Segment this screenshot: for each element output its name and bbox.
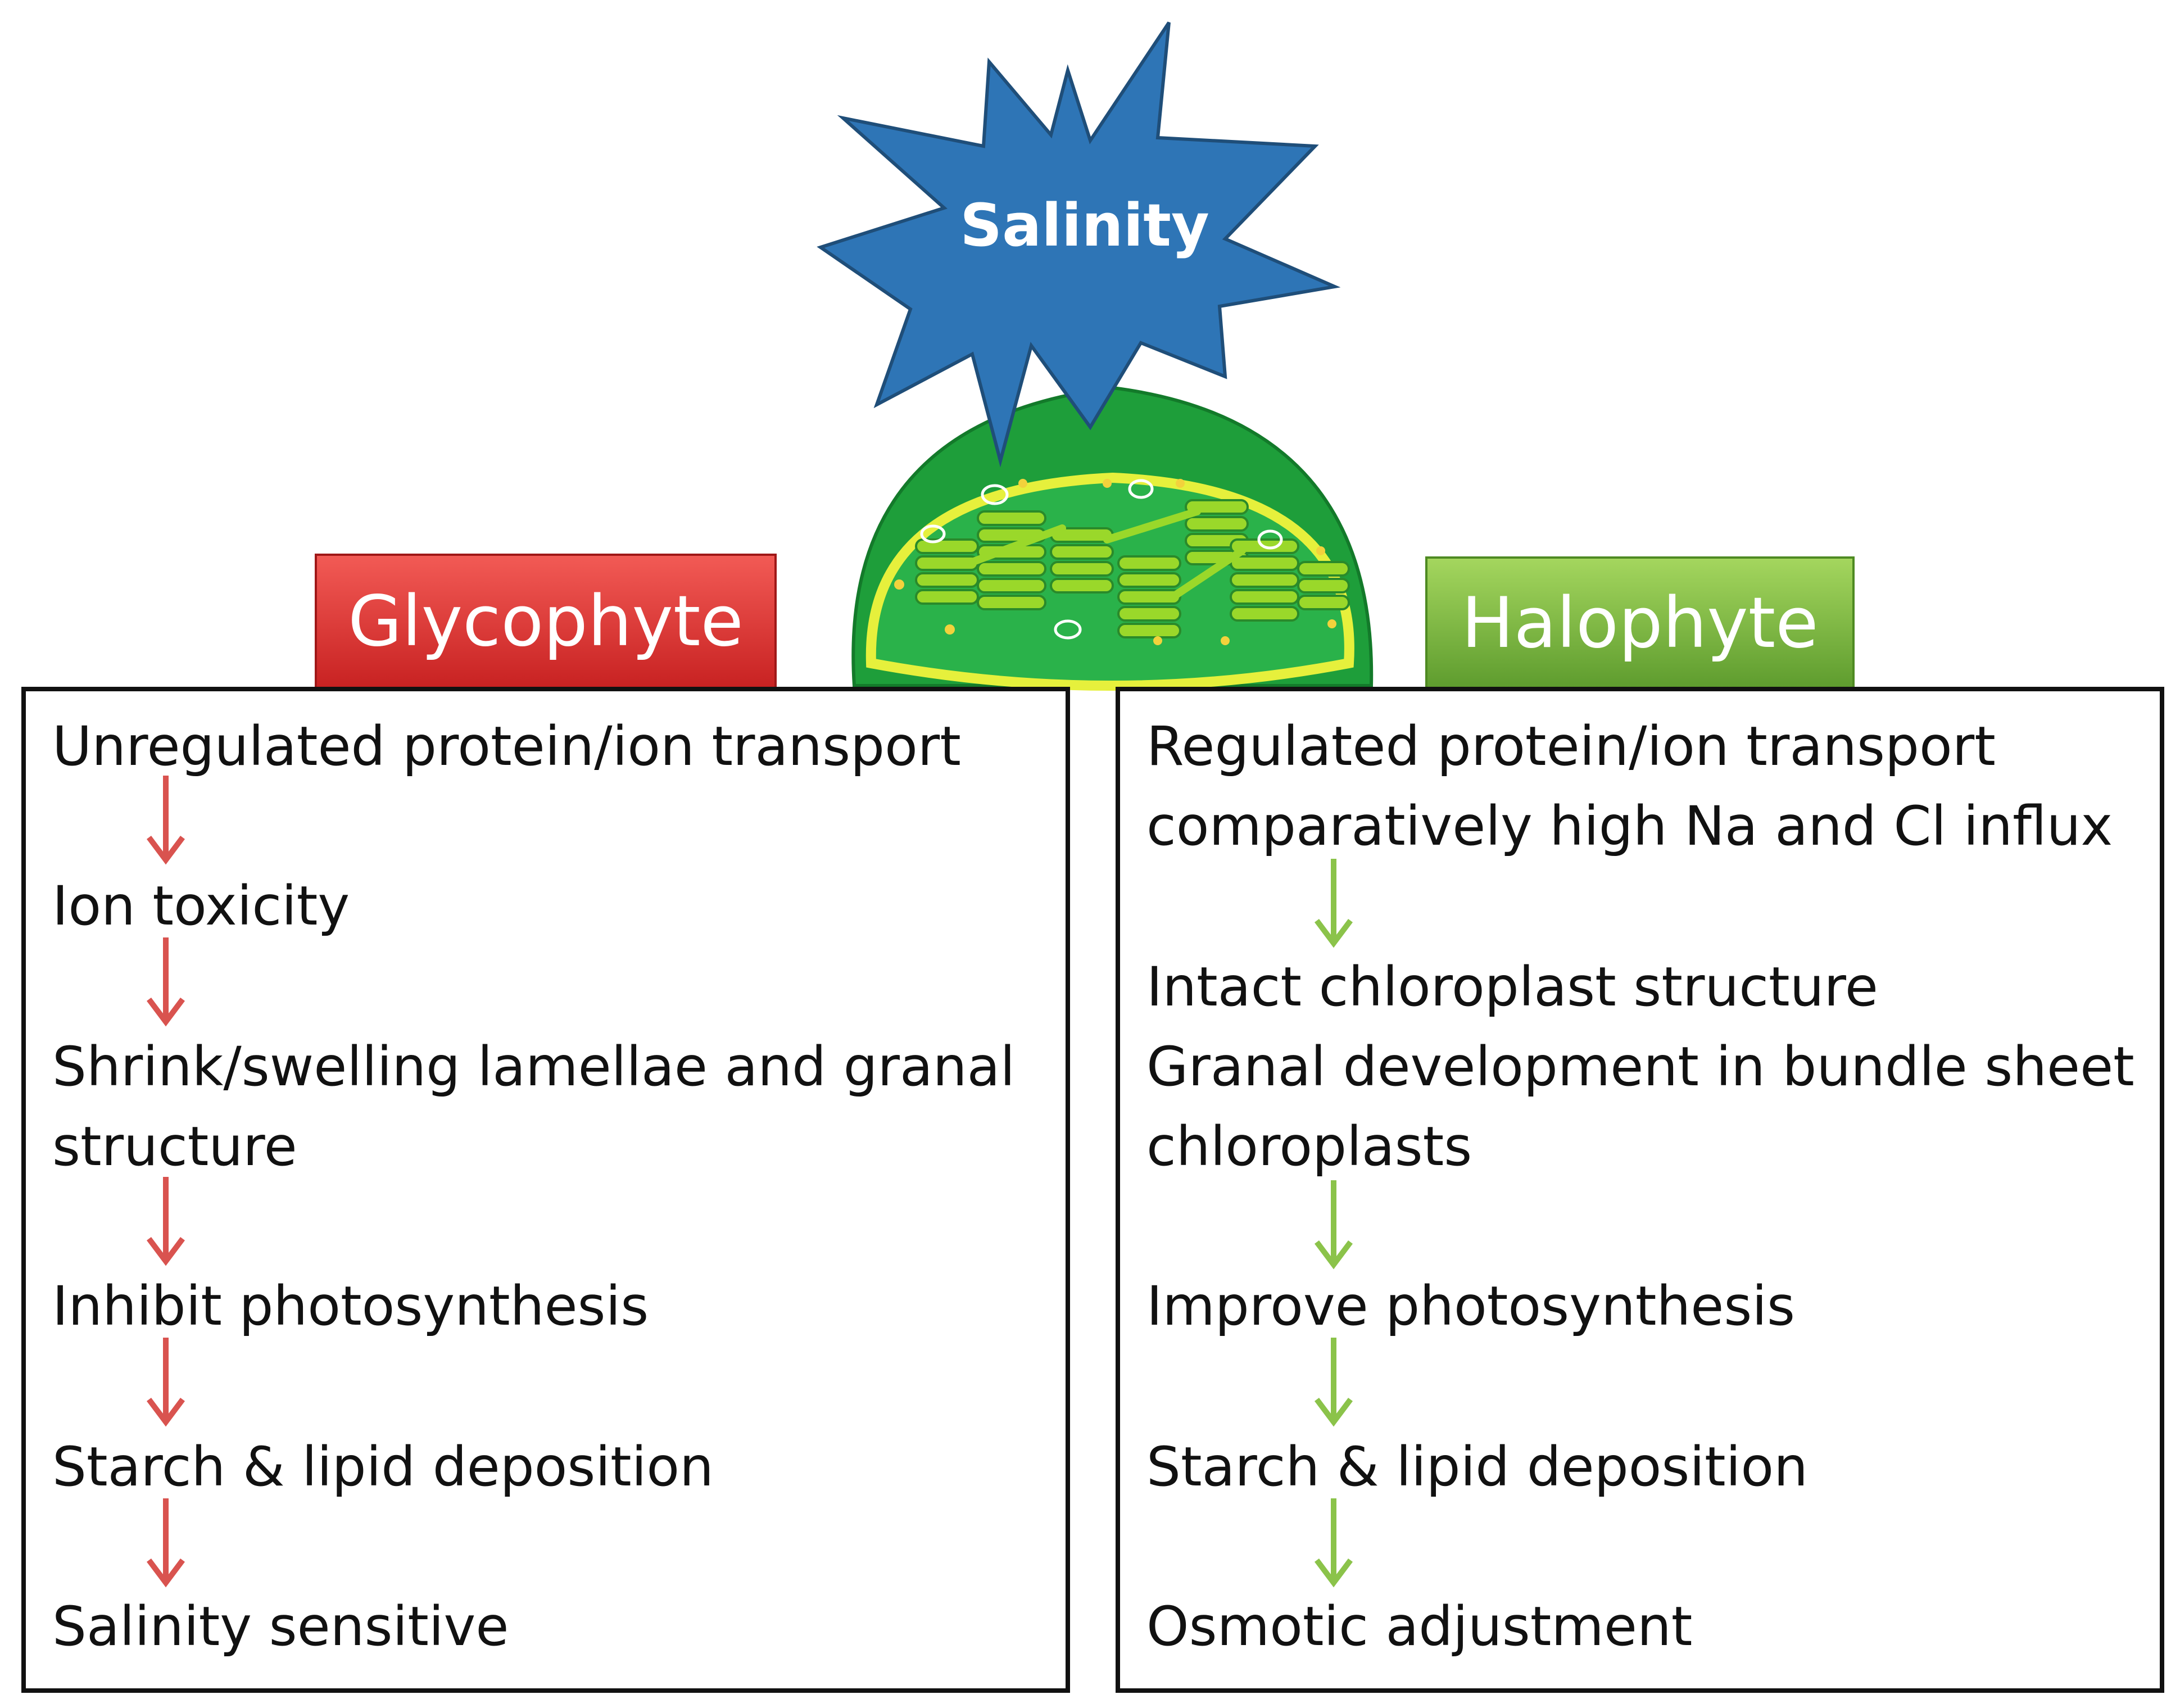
granum-4 [1117, 555, 1181, 638]
glycophyte-step-starch-lipid: Starch & lipid deposition [52, 1435, 714, 1498]
glycophyte-arrow-down-icon [147, 1338, 185, 1427]
halophyte-arrow-down-icon [1315, 1180, 1353, 1270]
halophyte-step-intact-structure: Intact chloroplast structure [1146, 955, 1878, 1018]
halophyte-step-osmotic-adjustment: Osmotic adjustment [1146, 1595, 1693, 1658]
salinity-star-icon [817, 21, 1341, 468]
glycophyte-step-shrink-swelling: Shrink/swelling lamellae and granal [52, 1035, 1016, 1098]
granum-7 [1297, 561, 1350, 610]
glycophyte-step-inhibit-photosynthesis: Inhibit photosynthesis [52, 1275, 649, 1338]
halophyte-label: Halophyte [1461, 583, 1819, 664]
glycophyte-step-ion-toxicity: Ion toxicity [52, 875, 350, 937]
halophyte-step-starch-lipid: Starch & lipid deposition [1146, 1435, 1808, 1498]
halophyte-arrow-down-icon [1315, 1498, 1353, 1588]
glycophyte-arrow-down-icon [147, 1177, 185, 1266]
glycophyte-label: Glycophyte [348, 581, 744, 662]
halophyte-step-regulated-transport: Regulated protein/ion transport [1146, 715, 1996, 778]
glycophyte-label-box: Glycophyte [315, 554, 777, 690]
glycophyte-step-salinity-sensitive: Salinity sensitive [52, 1595, 509, 1658]
stroma-lamellae [968, 508, 1246, 600]
halophyte-panel [1116, 687, 2164, 1693]
glycophyte-arrow-down-icon [147, 937, 185, 1027]
chloroplast-illustration [851, 386, 1374, 691]
halophyte-arrow-down-icon [1315, 1338, 1353, 1427]
salinity-label: Salinity [960, 191, 1209, 260]
granum-3 [1050, 527, 1114, 594]
halophyte-step-granal-development: Granal development in bundle sheet [1146, 1035, 2134, 1098]
glycophyte-step-unregulated-transport: Unregulated protein/ion transport [52, 715, 961, 778]
granum-1 [915, 538, 979, 605]
glycophyte-arrow-down-icon [147, 776, 185, 865]
halophyte-step-chloroplasts: chloroplasts [1146, 1115, 1472, 1178]
halophyte-label-box: Halophyte [1425, 556, 1855, 690]
glycophyte-arrow-down-icon [147, 1498, 185, 1588]
glycophyte-step-structure: structure [52, 1115, 297, 1178]
halophyte-step-improve-photosynthesis: Improve photosynthesis [1146, 1275, 1796, 1338]
plastoglobuli [894, 479, 1336, 645]
salinity-star-shape [817, 21, 1341, 468]
glycophyte-panel [21, 687, 1070, 1693]
halophyte-arrow-down-icon [1315, 859, 1353, 948]
starch-granules [920, 479, 1283, 640]
halophyte-step-high-influx: comparatively high Na and Cl influx [1146, 795, 2113, 858]
